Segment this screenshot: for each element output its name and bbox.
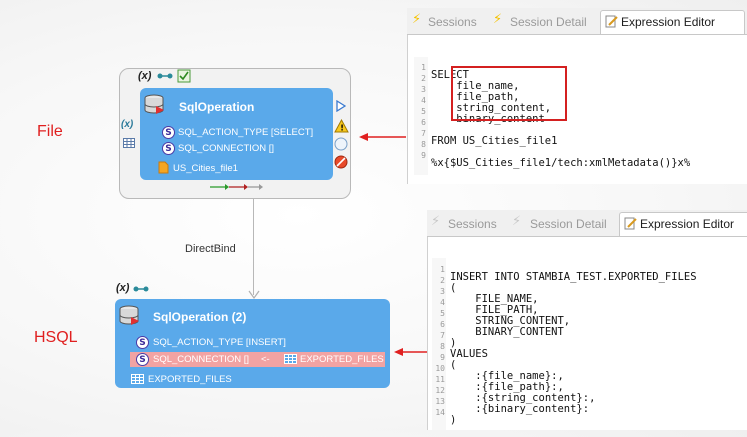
code-line: ) [450, 414, 457, 426]
code-line: :{file_name}:, [450, 370, 564, 382]
code-line: file_name, [431, 80, 520, 92]
table-icon [131, 374, 144, 384]
bind-arrow-text: <- [261, 354, 270, 365]
expression-editor-1[interactable] [407, 8, 747, 184]
code-line: :{file_path}:, [450, 381, 564, 393]
sql-param-icon: S [136, 353, 149, 366]
link-dots-icon[interactable] [133, 285, 149, 293]
lightning-icon: ⚡ [431, 214, 441, 229]
tab-sessions[interactable]: Sessions [448, 217, 497, 231]
database-icon [119, 305, 139, 325]
svg-text:!: ! [340, 124, 344, 133]
tab-session-detail[interactable]: Session Detail [530, 217, 607, 231]
code-line: FILE_NAME, [450, 293, 539, 305]
lightning-icon: ⚡ [493, 12, 503, 27]
op1-action-type[interactable]: SQL_ACTION_TYPE [SELECT] [178, 127, 314, 138]
code-line: file_path, [431, 91, 520, 103]
line-numbers: 1 2 3 4 5 6 7 8 9 10 11 12 13 14 [435, 265, 445, 417]
link-label: DirectBind [185, 243, 236, 255]
code-line: %x{$US_Cities_file1/tech:xmlMetadata()}x… [431, 157, 691, 169]
code-line: STRING_CONTENT, [450, 315, 571, 327]
code-line: INSERT INTO STAMBIA_TEST.EXPORTED_FILES [450, 271, 697, 283]
status-circle-icon[interactable] [334, 137, 348, 151]
table-icon [284, 354, 297, 364]
code-line: string_content, [431, 102, 552, 114]
lightning-icon: ⚡ [412, 12, 422, 27]
editor-2-code[interactable]: INSERT INTO STAMBIA_TEST.EXPORTED_FILES(… [450, 261, 697, 437]
annotation-arrow-icon [394, 348, 431, 356]
warning-icon[interactable]: ! [334, 119, 349, 133]
direct-bind-link[interactable] [253, 199, 254, 295]
editor-2-gutter [432, 258, 446, 430]
tab-expression-editor[interactable] [619, 212, 747, 236]
sql-param-icon: S [136, 336, 149, 349]
sql-param-icon: S [162, 142, 175, 155]
link-arrows-icon[interactable] [209, 183, 265, 191]
lightning-icon: ⚡ [512, 214, 522, 229]
code-line: ) [450, 337, 457, 349]
tab-expression-editor-label: Expression Editor [640, 217, 735, 231]
table-icon[interactable] [123, 138, 135, 148]
connection-highlight-row[interactable] [130, 352, 385, 367]
tab-expression-editor[interactable] [600, 10, 745, 34]
link-arrowhead-icon [248, 290, 260, 300]
code-line: :{binary_content}: [450, 403, 590, 415]
code-line: FILE_PATH, [450, 304, 539, 316]
code-line: :{string_content}:, [450, 392, 596, 404]
editor-1-gutter [414, 57, 428, 175]
checklist-icon[interactable] [177, 69, 191, 83]
code-line: SELECT [431, 69, 469, 81]
code-line: BINARY_CONTENT [450, 326, 564, 338]
code-line: VALUES [450, 348, 488, 360]
code-line: FROM US_Cities_file1 [431, 135, 558, 147]
operation-2-title: SqlOperation (2) [153, 310, 247, 324]
play-icon[interactable] [336, 100, 346, 112]
tab-sessions[interactable]: Sessions [428, 15, 477, 29]
database-icon [144, 94, 164, 114]
edit-pencil-icon [624, 217, 637, 230]
line-numbers: 1 2 3 4 5 6 7 8 9 [421, 63, 426, 160]
bind-target[interactable]: EXPORTED_FILES [300, 354, 384, 365]
edit-pencil-icon [605, 15, 618, 28]
variable-x-icon[interactable]: (x) [121, 119, 134, 130]
op1-file[interactable]: US_Cities_file1 [173, 163, 238, 174]
op1-connection[interactable]: SQL_CONNECTION [] [178, 143, 275, 154]
code-line: ( [450, 282, 457, 294]
label-hsql: HSQL [34, 329, 78, 346]
sql-operation-2[interactable] [115, 299, 390, 388]
operation-1-title: SqlOperation [179, 100, 255, 114]
code-line: ( [450, 359, 457, 371]
variable-x-icon[interactable]: (x) [138, 70, 152, 82]
op2-connection[interactable]: SQL_CONNECTION [] [153, 354, 250, 365]
selection-highlight-box [451, 66, 567, 121]
sql-param-icon: S [162, 126, 175, 139]
file-icon [158, 161, 169, 174]
link-dots-icon[interactable] [157, 72, 173, 80]
tab-expression-editor-label: Expression Editor [621, 15, 716, 29]
tab-session-detail[interactable]: Session Detail [510, 15, 587, 29]
label-file: File [37, 123, 63, 140]
op2-action-type[interactable]: SQL_ACTION_TYPE [INSERT] [153, 337, 286, 348]
variable-x-icon[interactable]: (x) [116, 282, 130, 294]
op2-table[interactable]: EXPORTED_FILES [148, 374, 232, 385]
disable-icon[interactable] [334, 155, 348, 169]
expression-editor-2[interactable] [427, 210, 747, 430]
annotation-arrow-icon [359, 133, 406, 141]
